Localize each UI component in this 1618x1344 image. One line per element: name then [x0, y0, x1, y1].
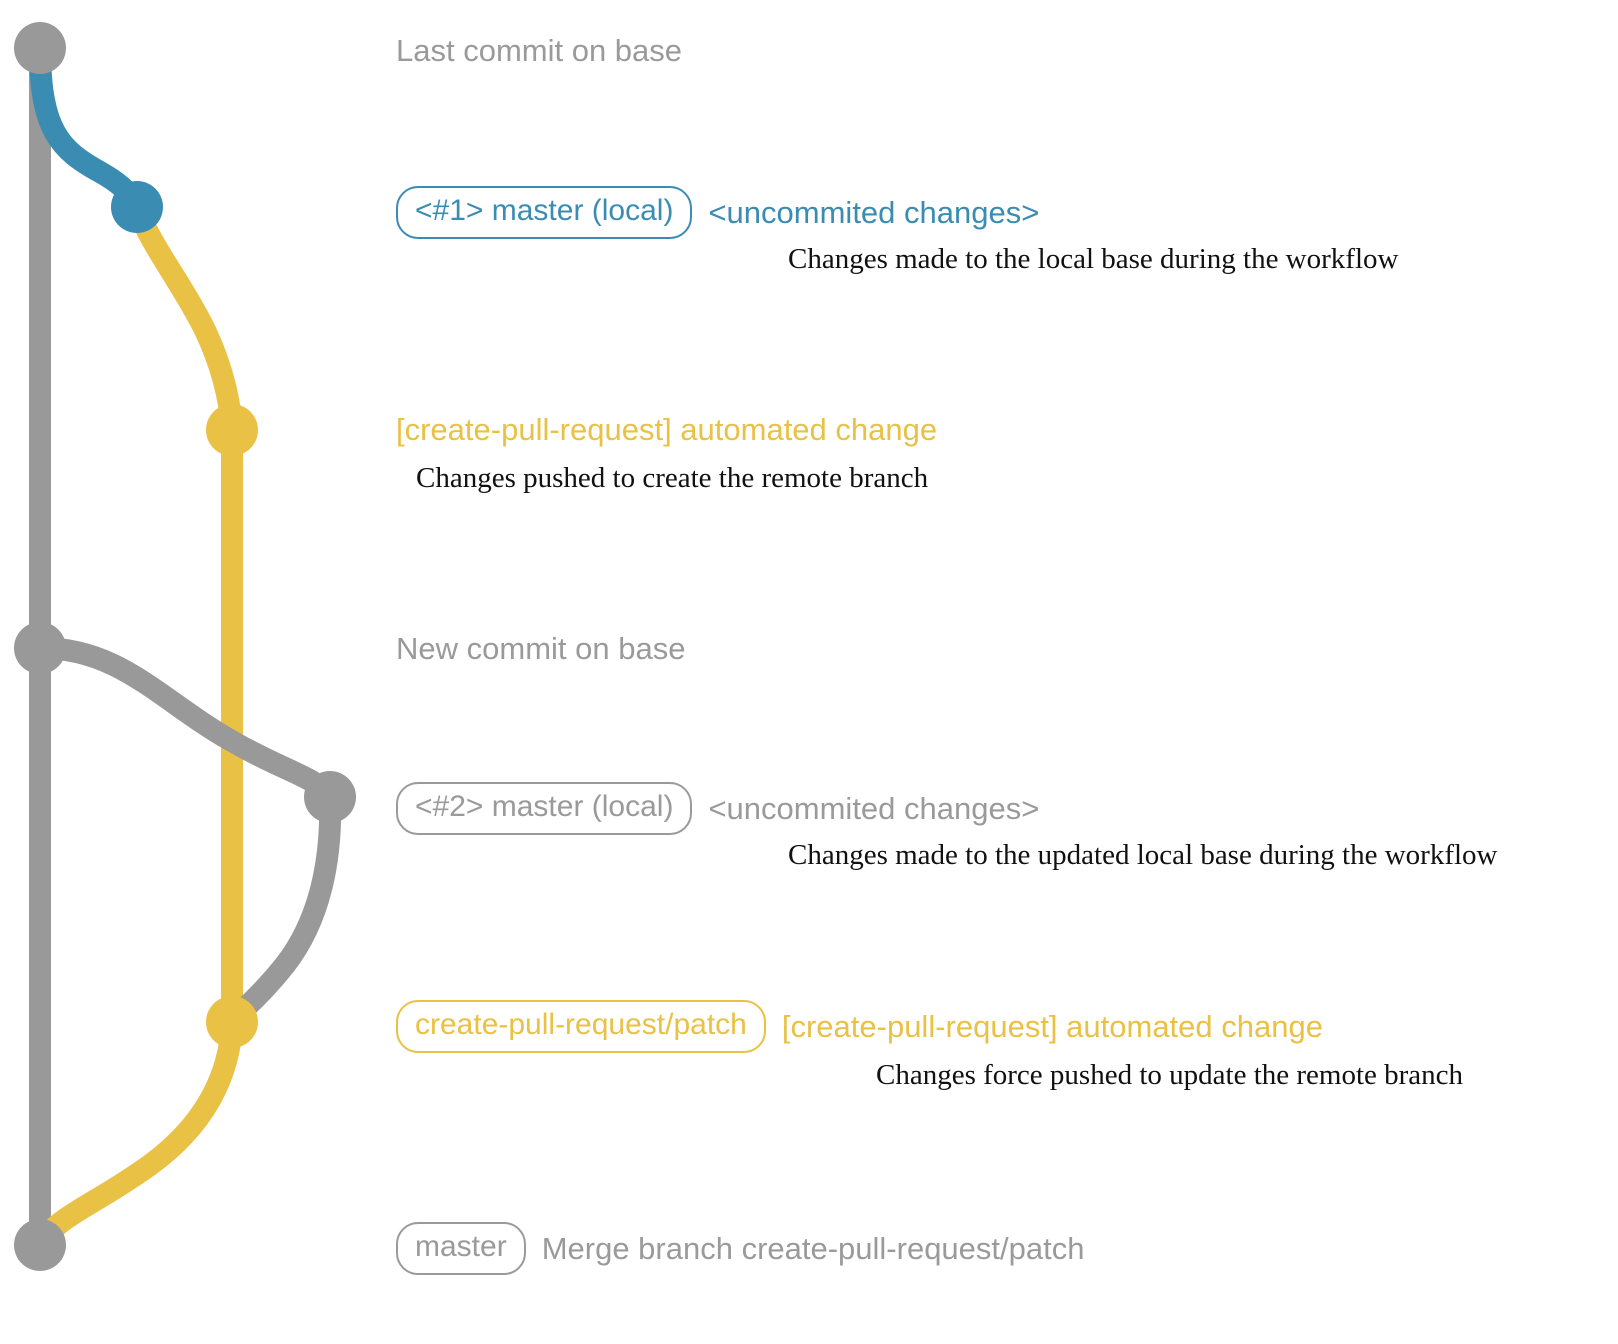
row-local-master-2: <#2> master (local) <uncommited changes> [396, 782, 1039, 835]
row-new-commit-on-base: New commit on base [396, 630, 685, 668]
headline-last-commit-on-base: Last commit on base [396, 33, 683, 68]
node-patch-1[interactable] [206, 404, 258, 456]
node-base-last[interactable] [14, 22, 66, 74]
badge-line-local-master-2: <#2> master (local) <uncommited changes> [396, 782, 1039, 835]
badge-local-master-2[interactable]: <#2> master (local) [396, 782, 693, 835]
badge-line-patch-branch: create-pull-request/patch [create-pull-r… [396, 1000, 1323, 1053]
caption-automated-change-push: Changes pushed to create the remote bran… [416, 462, 929, 494]
git-graph [14, 22, 356, 1271]
row-master-merge: master Merge branch create-pull-request/… [396, 1222, 1084, 1275]
badge-local-master-1[interactable]: <#1> master (local) [396, 186, 693, 239]
node-base-new[interactable] [14, 622, 66, 674]
badge-line-master-merge: master Merge branch create-pull-request/… [396, 1222, 1084, 1275]
subject-master-merge: Merge branch create-pull-request/patch [541, 1230, 1085, 1266]
row-patch-branch: create-pull-request/patch [create-pull-r… [396, 1000, 1323, 1053]
badge-patch-branch[interactable]: create-pull-request/patch [396, 1000, 766, 1053]
lane-local-branch-2 [29, 637, 341, 808]
node-local-1[interactable] [111, 181, 163, 233]
badge-line-local-master-1: <#1> master (local) <uncommited changes> [396, 186, 1039, 239]
badge-master[interactable]: master [396, 1222, 526, 1275]
node-local-2[interactable] [304, 771, 356, 823]
lane-patch-to-master [29, 1011, 243, 1256]
headline-automated-change-push: [create-pull-request] automated change [396, 412, 938, 447]
subject-local-master-1: <uncommited changes> [708, 194, 1040, 230]
row-last-commit-on-base: Last commit on base [396, 32, 682, 70]
headline-new-commit-on-base: New commit on base [396, 631, 686, 666]
node-patch-2[interactable] [206, 996, 258, 1048]
row-automated-change-push: [create-pull-request] automated change [396, 411, 937, 449]
subject-patch-branch: [create-pull-request] automated change [781, 1008, 1323, 1044]
caption-local-master-1: Changes made to the local base during th… [788, 243, 1399, 275]
subject-local-master-2: <uncommited changes> [708, 790, 1040, 826]
caption-local-master-2: Changes made to the updated local base d… [788, 839, 1498, 871]
node-master[interactable] [14, 1219, 66, 1271]
row-local-master-1: <#1> master (local) <uncommited changes> [396, 186, 1039, 239]
caption-patch-branch: Changes force pushed to update the remot… [876, 1059, 1464, 1091]
